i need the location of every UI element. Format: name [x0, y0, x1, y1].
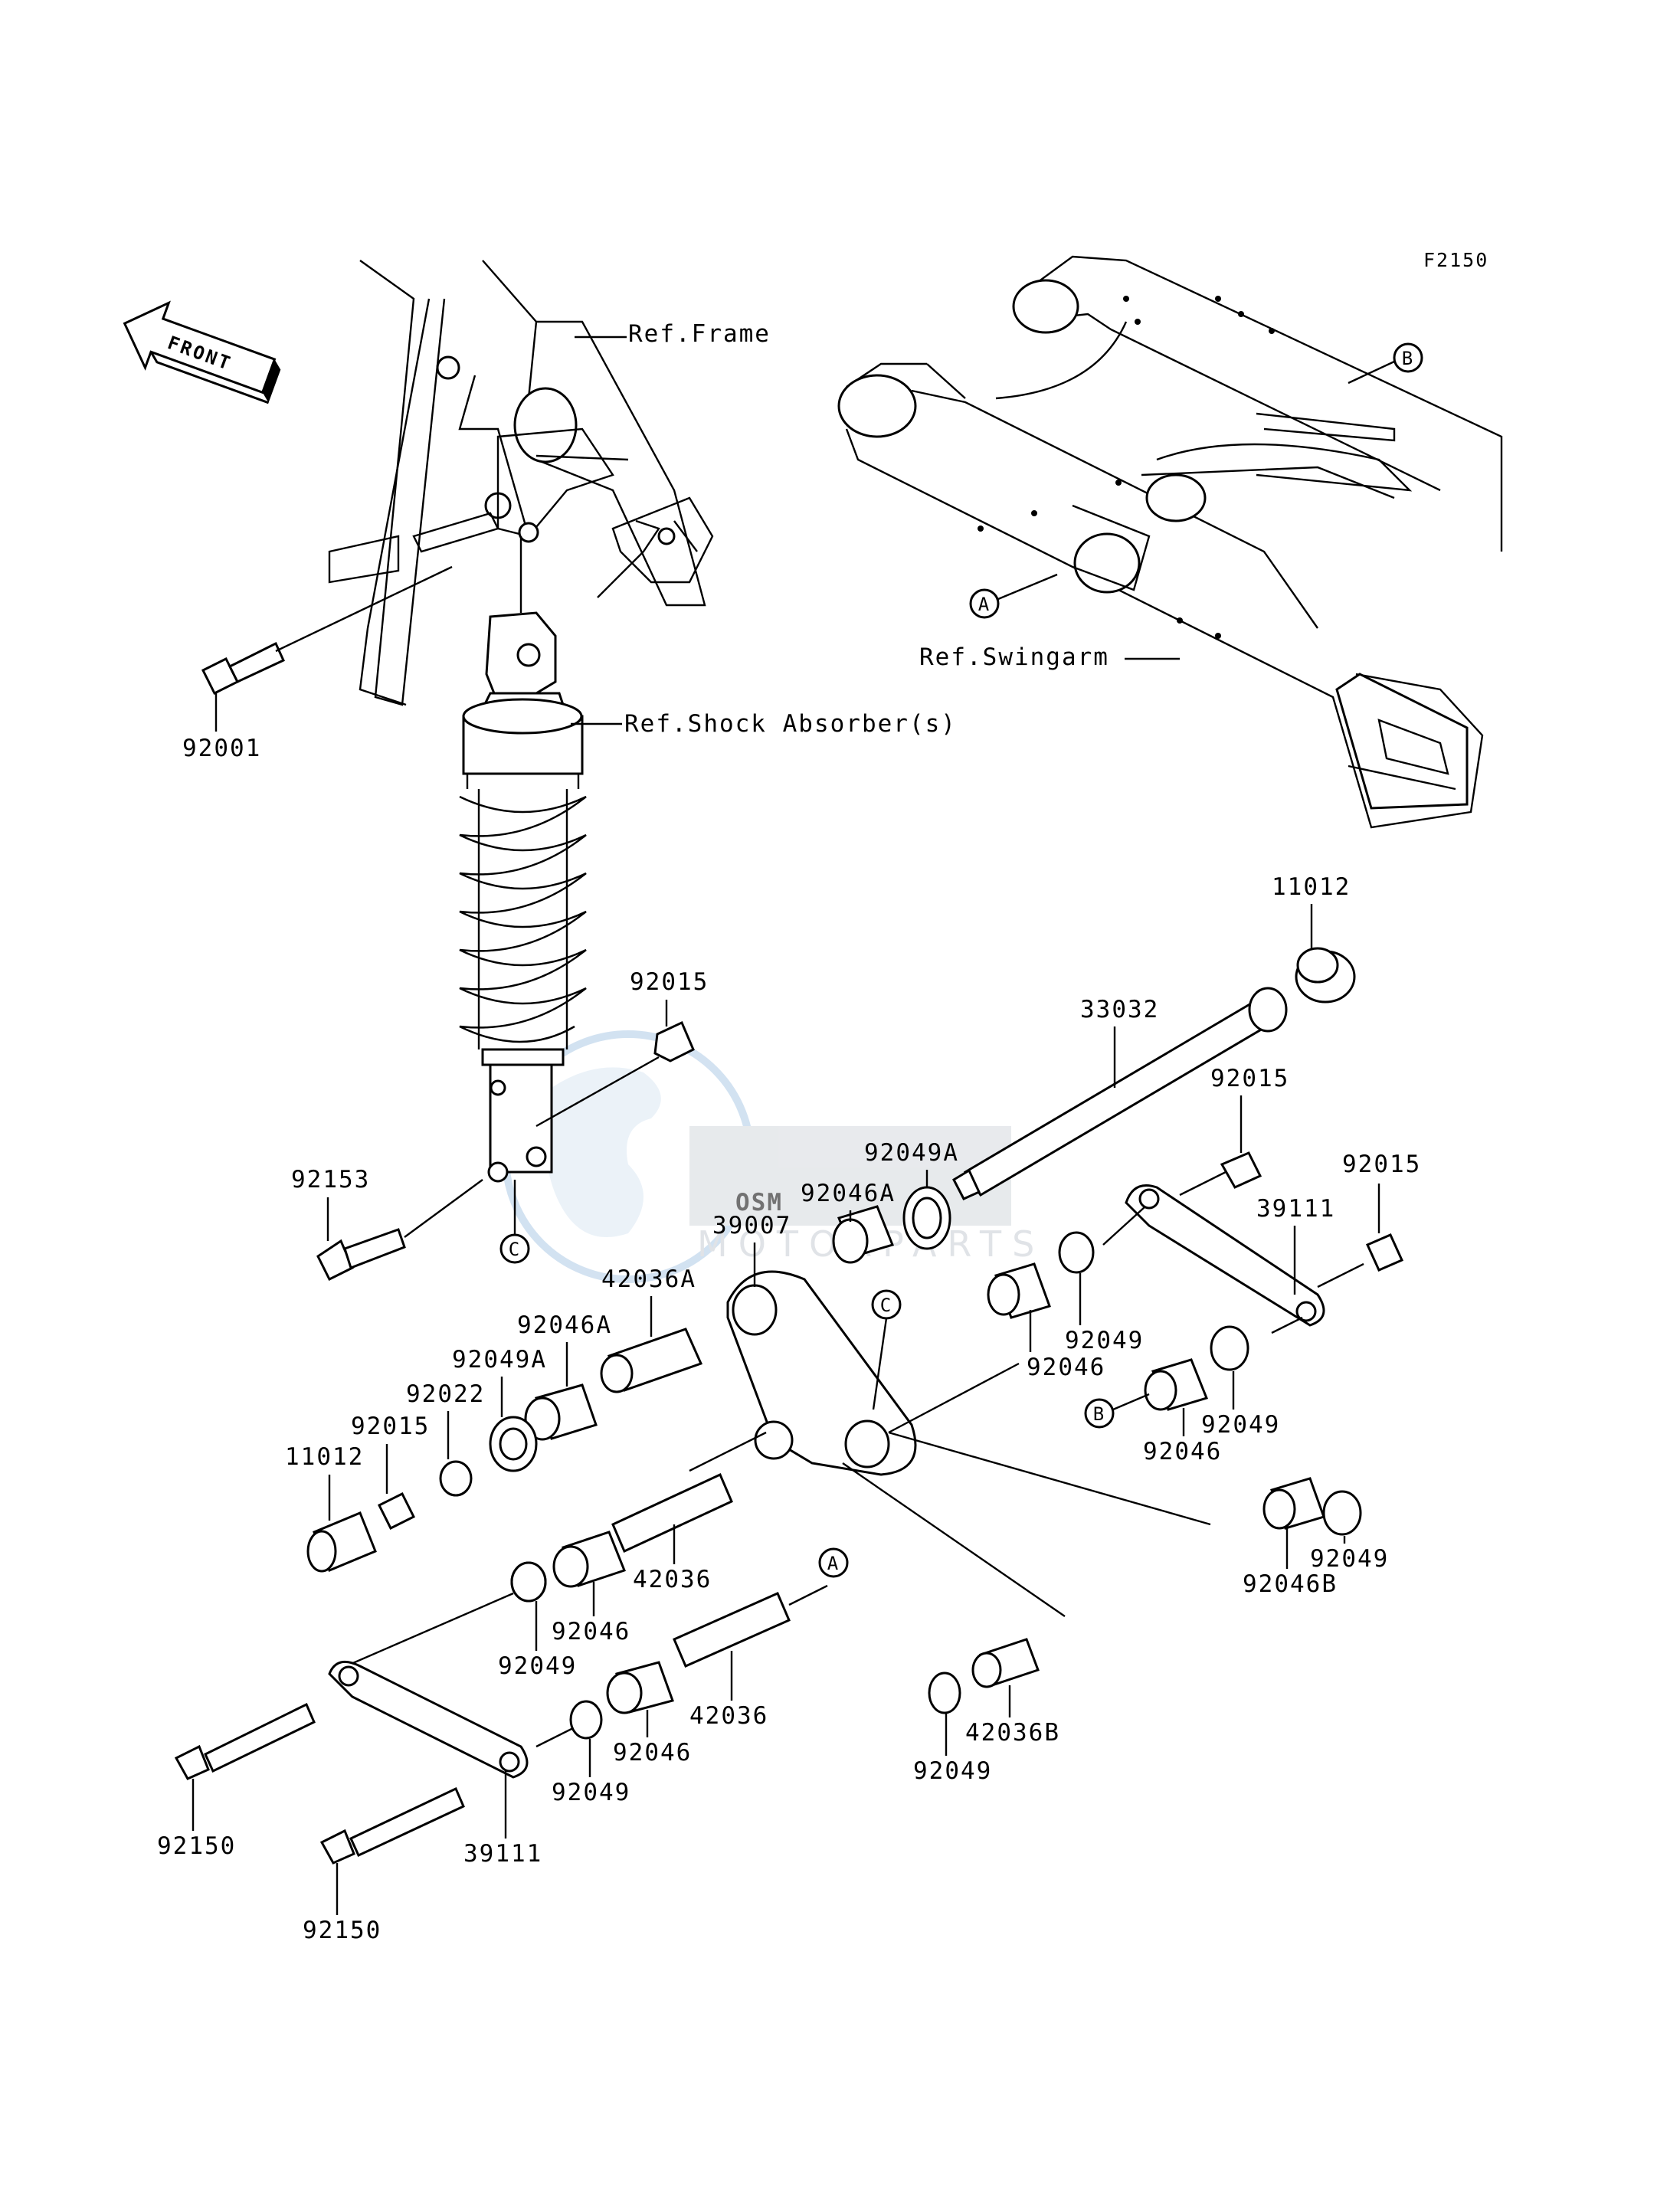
part-label-92046B: 92046B: [1243, 1570, 1338, 1598]
part-label-42036B: 42036B: [965, 1719, 1060, 1747]
bolt-92150-b: [319, 1829, 355, 1865]
part-label-92150-b: 92150: [303, 1917, 382, 1944]
marker-b-lower: B: [1084, 1393, 1150, 1429]
marker-b-top: B: [1348, 342, 1423, 385]
part-label-92046-lower-a: 92046: [552, 1618, 630, 1645]
part-label-42036-mid: 42036: [633, 1566, 712, 1593]
part-label-92049-right-b: 92049: [1201, 1411, 1280, 1439]
part-label-33032: 33032: [1080, 996, 1159, 1023]
seal-92049-right-c: [1322, 1490, 1362, 1536]
part-label-11012-left: 11012: [285, 1443, 364, 1471]
seal-92049-right-b: [1210, 1325, 1249, 1371]
part-label-92015-mid-right: 92015: [1210, 1065, 1289, 1092]
svg-text:A: A: [827, 1553, 840, 1574]
parts-group: [174, 565, 1403, 1865]
nut-92015-left: [377, 1491, 416, 1531]
part-label-11012-top: 11012: [1272, 873, 1351, 901]
part-label-92046-center: 92046: [1027, 1354, 1105, 1381]
svg-text:B: B: [1093, 1403, 1105, 1425]
seal-92049-bottom: [928, 1671, 961, 1714]
washer-92022: [439, 1460, 473, 1497]
part-label-39007: 39007: [712, 1212, 791, 1239]
part-label-92046-lower-b: 92046: [613, 1739, 692, 1766]
front-arrow-icon: FRONT: [123, 300, 281, 404]
nut-92015-right: [1366, 1233, 1403, 1272]
part-label-92022: 92022: [406, 1380, 485, 1408]
part-label-92049A-left: 92049A: [452, 1346, 547, 1374]
svg-text:B: B: [1402, 348, 1414, 369]
swingarm: [837, 255, 1503, 829]
nut-92015-mid-right: [1220, 1151, 1262, 1189]
part-label-92049-lower-b: 92049: [552, 1779, 630, 1806]
part-label-92015-right: 92015: [1342, 1151, 1421, 1178]
marker-c-shock: C: [499, 1180, 530, 1264]
sleeve-42036-mid: [611, 1472, 733, 1554]
diagram-code: F2150: [1423, 249, 1488, 271]
svg-text:A: A: [978, 594, 991, 615]
part-label-92153: 92153: [291, 1166, 370, 1193]
marker-a-top: A: [969, 573, 1058, 619]
part-label-92046A-top: 92046A: [801, 1180, 896, 1207]
seal-92049-right-a: [1058, 1231, 1095, 1274]
part-label-39111-left: 39111: [463, 1840, 542, 1868]
ref-swingarm-label: Ref.Swingarm: [919, 643, 1109, 671]
seal-92049-lower-b: [569, 1700, 603, 1740]
sleeve-42036-lower: [673, 1592, 791, 1668]
part-label-42036A: 42036A: [601, 1265, 696, 1293]
link-39111-left: [328, 1660, 529, 1779]
svg-text:C: C: [509, 1239, 521, 1260]
bolt-92150-a: [174, 1744, 210, 1780]
watermark: MOTORPARTS OSM: [502, 1030, 1034, 1283]
part-label-92049-right-a: 92049: [1065, 1327, 1144, 1354]
frame-drawing: [328, 260, 714, 706]
part-label-92049A-top: 92049A: [864, 1139, 959, 1167]
watermark-logo: OSM: [735, 1189, 783, 1216]
shock-absorber: [459, 536, 587, 1183]
part-label-92046A-left: 92046A: [517, 1311, 612, 1339]
ref-frame-label: Ref.Frame: [628, 320, 771, 348]
svg-text:C: C: [880, 1295, 892, 1316]
ref-shock-label: Ref.Shock Absorber(s): [624, 710, 957, 738]
marker-c-rocker: C: [871, 1289, 902, 1410]
part-label-92015-left: 92015: [351, 1413, 430, 1440]
part-label-42036-lower: 42036: [689, 1702, 768, 1730]
part-label-92049-bottom: 92049: [913, 1757, 992, 1785]
link-39111-right: [1125, 1184, 1325, 1327]
part-label-92046-right: 92046: [1143, 1438, 1222, 1465]
marker-a-lower: A: [818, 1547, 849, 1578]
part-label-92001: 92001: [182, 735, 261, 762]
nut-92015-top: [653, 1020, 695, 1062]
part-label-39111-right: 39111: [1256, 1195, 1335, 1223]
part-label-92049-right-c: 92049: [1310, 1545, 1389, 1573]
part-label-92150-a: 92150: [157, 1832, 236, 1860]
part-label-92049-lower-a: 92049: [498, 1652, 577, 1680]
part-label-92015-top: 92015: [630, 968, 709, 996]
